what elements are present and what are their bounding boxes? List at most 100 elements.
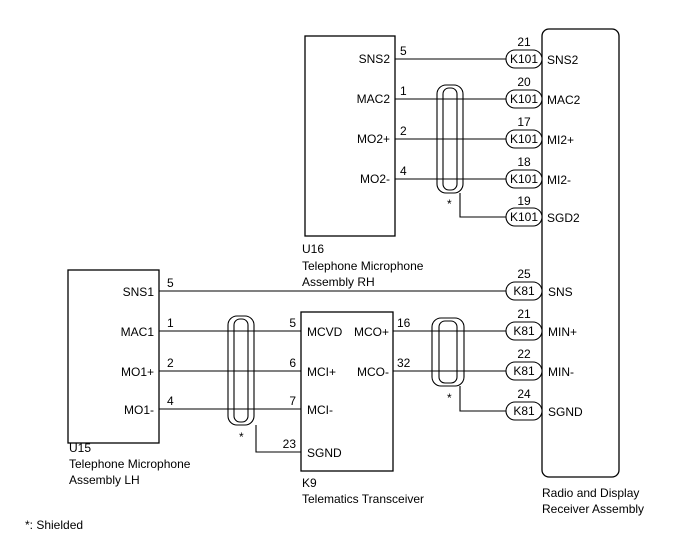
k9-block [300,311,394,472]
shield-outer [431,317,465,387]
u16-code: U16 [302,242,324,256]
pin-name: SNS2 [359,52,391,66]
pin-number: 2 [400,124,407,138]
pin-number: 4 [167,394,174,408]
pin-name: MO1- [124,403,154,417]
shield-marker: * [447,391,452,405]
radio-k81-pins: K81 K81 K81 K81 25 21 22 24 SNS MIN+ MIN… [513,267,583,419]
shield-k9 [431,317,465,387]
pin-name: SGND [548,405,583,419]
pin-number: 5 [289,316,296,330]
u15-name-line1: Telephone Microphone [69,457,191,471]
pin-name: MCI- [307,403,333,417]
pin-number: 19 [517,194,531,208]
pin-number: 2 [167,356,174,370]
pin-name: MCVD [307,325,343,339]
pin-number: 1 [400,84,407,98]
connector-label: K81 [513,404,535,418]
pin-number: 22 [517,347,531,361]
pin-name: SNS2 [547,53,579,67]
pin-name: MI2- [547,173,571,187]
pin-number: 21 [517,307,531,321]
connector-label: K101 [510,92,538,106]
pin-number: 17 [517,115,531,129]
connector-oval [505,89,543,109]
k9-left-pins: MCVD MCI+ MCI- SGND 5 6 7 23 [283,316,343,460]
u15-pins: SNS1 MAC1 MO1+ MO1- 5 1 2 4 [121,276,174,417]
pin-name: MCO+ [354,325,389,339]
shield-outer [227,315,255,426]
k101-connectors [505,49,543,227]
shield-inner [442,87,458,191]
shield-marker: * [447,197,452,211]
radio-k101-pins: K101 K101 K101 K101 K101 21 20 17 18 19 … [510,35,581,225]
k81-connectors [505,281,543,421]
connector-oval [505,207,543,227]
connector-oval [505,281,543,301]
pin-name: MI2+ [547,133,574,147]
connector-label: K101 [510,52,538,66]
pin-name: MAC2 [357,92,391,106]
radio-name-line1: Radio and Display [542,486,639,500]
pin-number: 32 [397,356,411,370]
pin-number: 5 [167,276,174,290]
pin-name: MO2+ [357,132,390,146]
connector-oval [505,169,543,189]
shield-u16 [436,84,464,194]
pin-name: SNS [548,285,573,299]
shield-u15 [227,315,255,426]
radio-name-line2: Receiver Assembly [542,502,644,516]
pin-name: MCI+ [307,365,336,379]
shield-outer [436,84,464,194]
wire-k9-sgnd-drain [255,425,301,453]
k9-code: K9 [302,476,317,490]
k9-right-pins: MCO+ MCO- 16 32 [354,316,411,379]
pin-name: MIN+ [548,325,577,339]
shield-inner [233,318,249,423]
pin-number: 4 [400,164,407,178]
wire-sgd2-drain [459,193,506,218]
pin-number: 16 [397,316,411,330]
pin-number: 6 [289,356,296,370]
pin-name: MO2- [360,172,390,186]
pin-number: 25 [517,267,531,281]
connector-oval [505,49,543,69]
u15-name-line2: Assembly LH [69,473,140,487]
pin-number: 18 [517,155,531,169]
pin-name: MAC1 [121,325,155,339]
pin-name: SGD2 [547,211,580,225]
u15-block [67,269,160,444]
u16-name-line2: Assembly RH [302,275,375,289]
pin-number: 7 [289,394,296,408]
connector-label: K81 [513,284,535,298]
connector-oval [505,361,543,381]
connector-label: K81 [513,364,535,378]
pin-name: MO1+ [121,365,154,379]
connector-oval [505,401,543,421]
shield-marker: * [239,430,244,444]
u16-pins: SNS2 MAC2 MO2+ MO2- 5 1 2 4 [357,44,407,186]
pin-number: 24 [517,387,531,401]
pin-number: 1 [167,316,174,330]
shield-inner [438,320,458,384]
connector-oval [505,321,543,341]
pin-name: SGND [307,446,342,460]
pin-name: MIN- [548,365,574,379]
k9-name: Telematics Transceiver [302,492,424,506]
pin-number: 20 [517,75,531,89]
u16-block [304,35,396,237]
connector-label: K81 [513,324,535,338]
pin-name: MCO- [357,365,389,379]
connector-label: K101 [510,172,538,186]
connector-label: K101 [510,210,538,224]
connector-label: K101 [510,132,538,146]
radio-block [541,28,620,478]
pin-number: 21 [517,35,531,49]
footnote: *: Shielded [25,518,83,532]
wires [159,58,506,453]
pin-name: MAC2 [547,93,581,107]
pin-name: SNS1 [123,285,155,299]
pin-number: 5 [400,44,407,58]
wire-sgnd-drain [459,386,506,412]
u16-name-line1: Telephone Microphone [302,259,424,273]
